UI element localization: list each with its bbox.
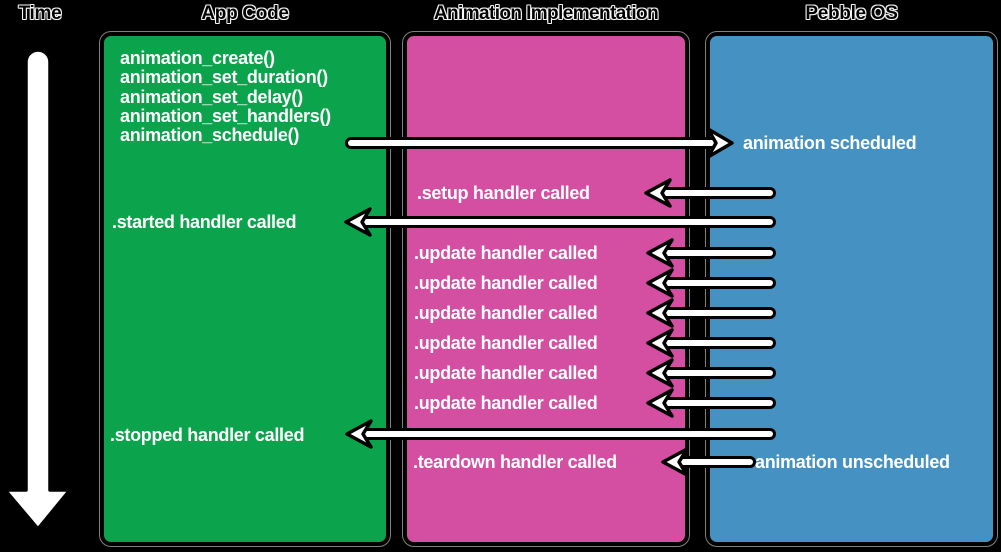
update-handler-label: .update handler called	[414, 393, 598, 413]
app-code-box	[100, 32, 390, 546]
teardown-handler-label: .teardown handler called	[413, 452, 617, 472]
function-call: animation_schedule()	[120, 125, 300, 146]
function-call: animation_set_handlers()	[120, 105, 331, 126]
time-arrow	[3, 48, 72, 531]
animation-scheduled-label: animation scheduled	[743, 133, 917, 153]
app-code-column-header: App Code	[201, 3, 289, 24]
app-code-function-list: animation_create() animation_set_duratio…	[120, 48, 331, 146]
update-handler-label: .update handler called	[414, 363, 598, 383]
pebble-os-column-header: Pebble OS	[805, 3, 898, 24]
started-handler-label: .started handler called	[112, 212, 297, 232]
animation-implementation-column-header: Animation Implementation	[433, 3, 659, 24]
update-handler-label: .update handler called	[414, 273, 598, 293]
animation-unscheduled-label: animation unscheduled	[755, 452, 950, 472]
update-handler-label: .update handler called	[414, 333, 598, 353]
function-call: animation_set_duration()	[120, 67, 328, 88]
function-call: animation_create()	[120, 48, 275, 68]
pebble-os-box	[706, 32, 997, 546]
update-handler-label: .update handler called	[414, 243, 598, 263]
time-column-header: Time	[18, 3, 62, 24]
update-handler-label: .update handler called	[414, 303, 598, 323]
animation-implementation-box	[403, 32, 689, 546]
setup-handler-label: .setup handler called	[417, 183, 590, 203]
stopped-handler-label: .stopped handler called	[110, 425, 305, 445]
function-call: animation_set_delay()	[120, 86, 303, 107]
